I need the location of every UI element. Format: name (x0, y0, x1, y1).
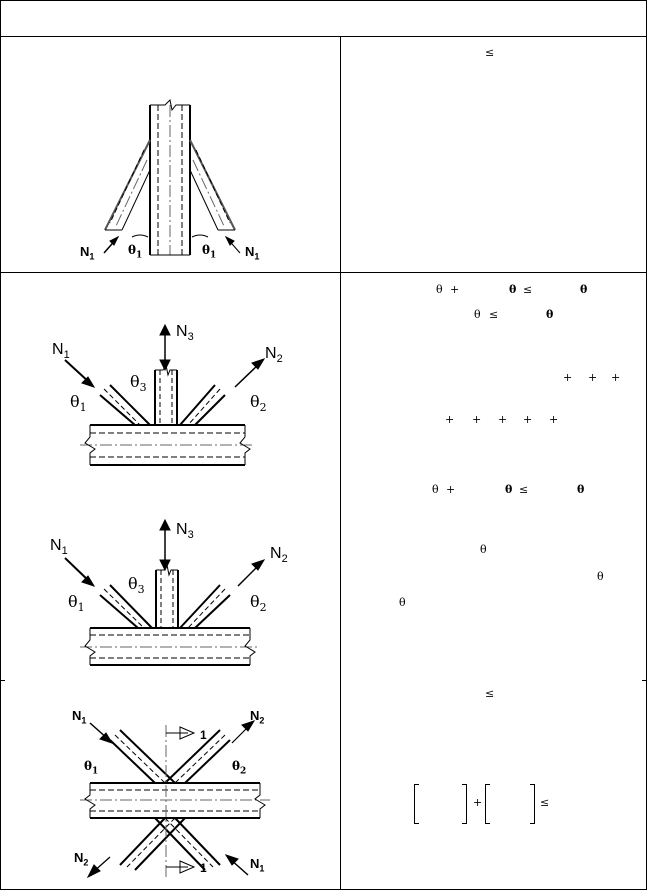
fig4-label-t1: θ1 (84, 759, 99, 777)
fig1-label-n-left: N1 (80, 244, 95, 262)
formula-row3-bracket-right (485, 784, 490, 824)
formula-row3-le: ≤ (485, 687, 495, 700)
formula-row3-plus: + (473, 796, 483, 809)
formula-row2-l4-a: + (445, 413, 455, 426)
formula-row2-l4-b: + (472, 413, 482, 426)
formula-row3-bracket-right-close (530, 784, 535, 824)
formula-row2-l3-a: + (563, 371, 573, 384)
formula-row2-l7-a: θ (597, 570, 604, 583)
fig3-label-t1: θ1 (68, 592, 85, 615)
fig4-label-section-bottom: 1 (200, 861, 207, 875)
fig3-label-n3: N3 (176, 521, 194, 542)
formula-row2-l5-b: + (446, 483, 456, 496)
fig4-label-section-top: 1 (200, 728, 207, 742)
fig1-label-theta-left: θ1 (128, 243, 143, 261)
row-divider-1 (0, 272, 647, 273)
fig2-label-t2: θ2 (250, 392, 267, 415)
joint-figure-1 (103, 98, 241, 256)
fig1-label-theta-right: θ1 (202, 243, 217, 261)
fig4-label-n1-bottom: N1 (250, 856, 265, 874)
formula-row2-l2-b: ≤ (489, 308, 499, 321)
formula-row2-l6-a: θ (480, 543, 487, 556)
fig2-label-n2: N2 (265, 345, 283, 366)
formula-row2-l1-e: θ (580, 283, 588, 296)
formula-row2-l3-c: + (611, 371, 621, 384)
fig3-label-t2: θ2 (250, 592, 267, 615)
fig2-label-t1: θ1 (70, 392, 87, 415)
fig4-label-t2: θ2 (232, 759, 247, 777)
formula-row2-l1-c: θ (509, 283, 517, 296)
fig3-label-n2: N2 (270, 545, 288, 566)
formula-row3-bracket-left-close (462, 784, 467, 824)
row-divider-2 (0, 680, 5, 681)
joint-figure-4 (80, 720, 270, 880)
formula-row3-bracket-left (414, 784, 419, 824)
row-divider-2-right (642, 680, 647, 681)
formula-row2-l5-d: ≤ (519, 483, 529, 496)
fig4-label-n2-top: N2 (250, 708, 265, 726)
formula-row2-l4-e: + (549, 413, 559, 426)
formula-row2-l5-c: θ (505, 483, 513, 496)
fig4-label-n1-top: N1 (72, 708, 87, 726)
header-divider (0, 36, 647, 37)
fig2-label-n1: N1 (52, 341, 70, 362)
formula-row2-l4-d: + (523, 413, 533, 426)
formula-row2-l2-a: θ (474, 308, 481, 321)
formula-row2-l3-b: + (588, 371, 598, 384)
fig1-label-n-right: N1 (245, 244, 260, 262)
fig3-label-t3: θ3 (128, 574, 145, 597)
fig2-label-t3: θ3 (130, 372, 147, 395)
formula-row2-l5-a: θ (432, 483, 439, 496)
joint-figure-3 (64, 518, 266, 666)
formula-row1-le: ≤ (485, 46, 495, 59)
formula-row2-l8-a: θ (399, 596, 406, 609)
column-divider (340, 36, 341, 890)
formula-row2-l1-d: ≤ (523, 283, 533, 296)
fig4-label-n2-bottom: N2 (74, 850, 89, 868)
formula-row2-l1-a: θ (436, 283, 443, 296)
fig3-label-n1: N1 (50, 537, 68, 558)
formula-row3-le2: ≤ (540, 796, 550, 809)
formula-row2-l5-e: θ (577, 483, 585, 496)
formula-row2-l4-c: + (498, 413, 508, 426)
fig2-label-n3: N3 (176, 323, 194, 344)
formula-row2-l1-b: + (450, 283, 460, 296)
formula-row2-l2-c: θ (546, 308, 554, 321)
joint-figure-2 (64, 323, 266, 466)
